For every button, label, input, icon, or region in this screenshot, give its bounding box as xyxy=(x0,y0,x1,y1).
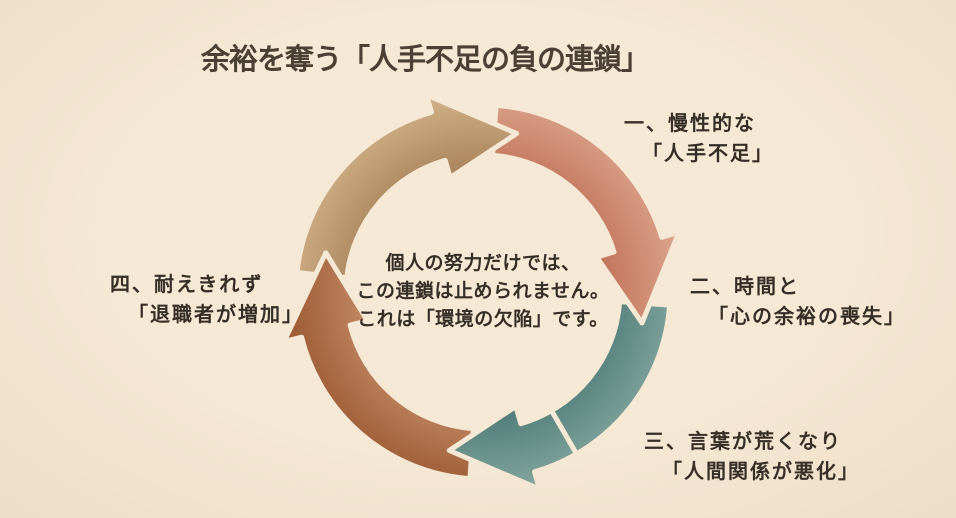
step-label-1: 一、慢性的な 「人手不足」 xyxy=(624,109,774,169)
cycle-arrow-step2 xyxy=(490,102,682,326)
step-1-text-line2: 「人手不足」 xyxy=(642,143,774,165)
step-2-text-line1: 二、時間と xyxy=(690,276,800,298)
cycle-arrow-step1 xyxy=(294,92,520,281)
page-title: 余裕を奪う「人手不足の負の連鎖」 xyxy=(200,44,650,76)
cycle-arrow-step4 xyxy=(281,250,476,482)
center-note-line3: これは「環境の欠陥」です。 xyxy=(357,309,609,330)
center-note: 個人の努力だけでは、 この連鎖は止められません。 これは「環境の欠陥」です。 xyxy=(357,250,610,334)
step-label-4: 四、耐えきれず 「退職者が増加」 xyxy=(110,270,304,330)
center-note-line2: この連鎖は止められません。 xyxy=(356,281,610,302)
step-1-text-line1: 一、慢性的な xyxy=(624,113,756,135)
step-label-2: 二、時間と 「心の余裕の喪失」 xyxy=(690,272,906,332)
step-4-text-line1: 四、耐えきれず xyxy=(110,274,264,296)
cycle-arrowhead-step3 xyxy=(446,403,579,492)
step-3-text-line1: 三、言葉が荒くなり xyxy=(644,431,842,453)
step-4-text-line2: 「退職者が増加」 xyxy=(128,304,304,326)
step-2-text-line2: 「心の余裕の喪失」 xyxy=(708,306,906,328)
step-3-text-line2: 「人間関係が悪化」 xyxy=(662,461,860,483)
step-label-3: 三、言葉が荒くなり 「人間関係が悪化」 xyxy=(644,427,860,487)
center-note-line1: 個人の努力だけでは、 xyxy=(385,253,581,274)
